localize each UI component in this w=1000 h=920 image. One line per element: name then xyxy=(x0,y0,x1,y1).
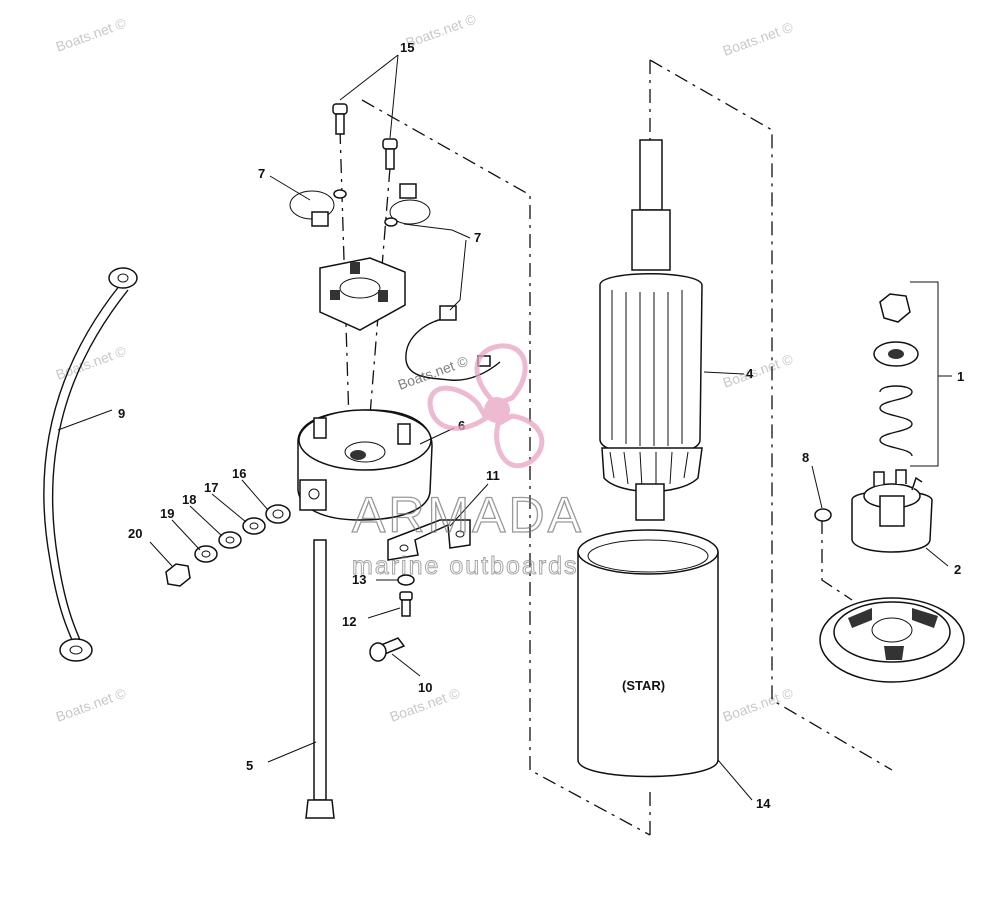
brush-set-part xyxy=(289,183,431,227)
washer-stack-part xyxy=(165,504,291,587)
nut-part xyxy=(814,508,832,522)
screw-part xyxy=(332,103,398,170)
callout-1: 1 xyxy=(957,369,964,384)
housing-label: (STAR) xyxy=(622,678,665,693)
watermark-text: Boats.net © xyxy=(721,350,796,390)
leader-lines xyxy=(57,54,952,801)
callout-8: 8 xyxy=(802,450,809,465)
small-hardware-part xyxy=(369,574,415,662)
callout-11: 11 xyxy=(486,468,500,483)
watermark-text: Boats.net © xyxy=(54,14,129,54)
callout-6: 6 xyxy=(458,418,465,433)
watermark-text: Boats.net © xyxy=(404,10,479,50)
callout-7-right: 7 xyxy=(474,230,481,245)
callout-5: 5 xyxy=(246,758,253,773)
callout-4: 4 xyxy=(746,366,754,381)
motor-housing-part: (STAR) xyxy=(577,529,719,778)
watermark-text: Boats.net © xyxy=(721,684,796,724)
callout-labels: 15 7 7 4 1 2 8 6 9 11 13 12 10 5 14 16 1… xyxy=(118,40,964,811)
battery-cable-part xyxy=(43,267,138,662)
callout-13: 13 xyxy=(352,572,366,587)
callout-9: 9 xyxy=(118,406,125,421)
callout-15: 15 xyxy=(400,40,414,55)
callout-10: 10 xyxy=(418,680,432,695)
callout-12: 12 xyxy=(342,614,356,629)
drive-kit-part xyxy=(873,293,919,457)
brand-name: ARMADA xyxy=(352,487,584,543)
brand-tagline: marine outboards xyxy=(352,552,579,580)
callout-7: 7 xyxy=(258,166,265,181)
callout-16: 16 xyxy=(232,466,246,481)
callout-18: 18 xyxy=(182,492,196,507)
callout-17: 17 xyxy=(204,480,218,495)
propeller-logo-icon xyxy=(427,343,545,469)
watermark-text: Boats.net © xyxy=(54,342,129,382)
callout-20: 20 xyxy=(128,526,142,541)
watermark-text: Boats.net © xyxy=(396,352,471,392)
armature-part xyxy=(599,139,703,521)
end-frame-part xyxy=(297,409,433,521)
pinion-gear-part xyxy=(851,469,933,553)
watermark-text: Boats.net © xyxy=(54,684,129,724)
through-bolt-part xyxy=(305,539,335,819)
end-cap-part xyxy=(819,597,965,683)
lead-wire-part xyxy=(405,305,501,381)
callout-14: 14 xyxy=(756,796,771,811)
callout-2: 2 xyxy=(954,562,961,577)
callout-19: 19 xyxy=(160,506,174,521)
brush-holder-part xyxy=(319,257,406,331)
watermark-text: Boats.net © xyxy=(721,18,796,58)
